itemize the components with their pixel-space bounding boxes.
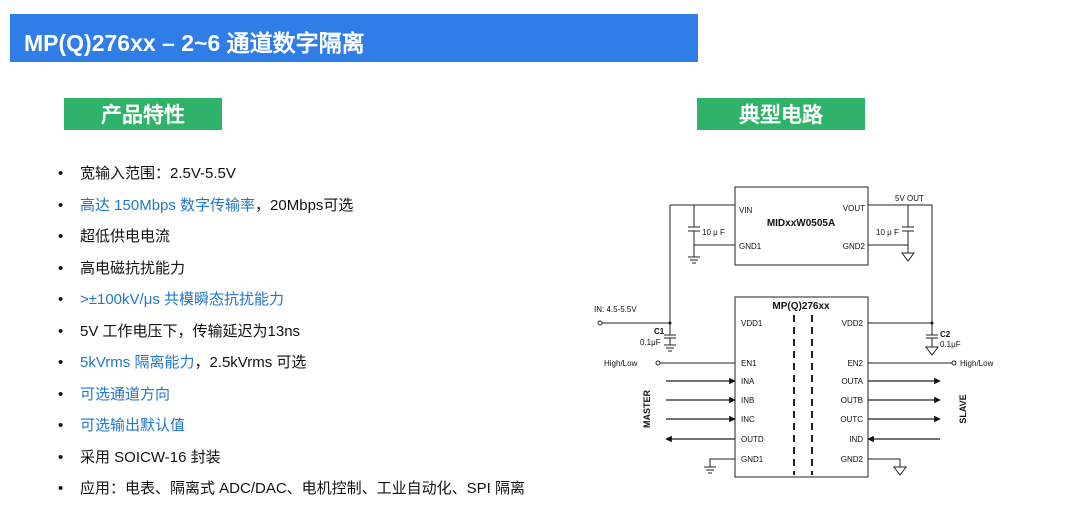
en2-terminal — [951, 360, 957, 366]
input-terminal — [597, 320, 603, 326]
feature-item: •超低供电电流 — [58, 228, 171, 245]
c1-label: C1 — [654, 327, 665, 336]
en1-terminal — [655, 360, 661, 366]
cap-c2-symbol — [925, 323, 939, 356]
wire-vout — [868, 204, 933, 324]
pin-en1: EN1 — [741, 359, 757, 368]
title-bar: MP(Q)276xx – 2~6 通道数字隔离 — [10, 14, 698, 62]
pin-outc: OUTC — [840, 415, 863, 424]
feature-item: •>±100kV/μs 共模瞬态抗扰能力 — [58, 291, 285, 308]
pin-ind: IND — [849, 435, 863, 444]
feature-item: •可选通道方向 — [58, 385, 171, 403]
pin-inb: INB — [741, 396, 754, 405]
pin-gnd2: GND2 — [841, 455, 864, 464]
isolation-barrier — [793, 315, 813, 475]
pin-vdd1: VDD1 — [741, 319, 763, 328]
master-label: MASTER — [642, 390, 652, 429]
c2-value: 0.1μF — [940, 340, 961, 349]
pin-vin: VIN — [739, 206, 753, 215]
gnd1-ground — [704, 458, 735, 474]
pin-vdd2: VDD2 — [842, 319, 864, 328]
pin-vout: VOUT — [843, 204, 865, 213]
cap-c1-symbol — [664, 323, 676, 352]
isolator-box — [734, 296, 869, 478]
pin-gnd1: GND1 — [741, 455, 764, 464]
en2-high-low-label: High/Low — [960, 359, 994, 368]
gnd2-ground — [868, 458, 907, 476]
feature-item: •5V 工作电压下，传输延迟为13ns — [58, 322, 301, 340]
feature-item: •应用：电表、隔离式 ADC/DAC、电机控制、工业自动化、SPI 隔离 — [58, 480, 526, 497]
input-voltage-label: IN: 4.5-5.5V — [594, 305, 637, 314]
ground-symbol — [901, 245, 915, 262]
feature-item: •高达 150Mbps 数字传输率，20Mbps可选 — [58, 196, 354, 214]
cap-left-label: 10 μ F — [702, 228, 725, 237]
feature-item: •宽输入范围：2.5V-5.5V — [58, 165, 236, 182]
typical-circuit-diagram: VIN VOUT MIDxxW0505A GND1 GND2 10 μ F 5V… — [594, 186, 994, 478]
power-module-box — [734, 186, 869, 266]
en1-high-low-label: High/Low — [604, 359, 638, 368]
cap-left-symbol — [688, 205, 700, 245]
slave-label: SLAVE — [958, 394, 968, 423]
ground-symbol — [688, 244, 735, 264]
pin-inc: INC — [741, 415, 755, 424]
pin-outb: OUTB — [841, 396, 863, 405]
feature-item: •高电磁抗扰能力 — [58, 259, 186, 277]
feature-item: •可选输出默认值 — [58, 417, 186, 434]
features-heading: 产品特性 — [64, 98, 222, 130]
feature-item: •采用 SOICW-16 封装 — [58, 448, 221, 466]
cap-right-label: 10 μ F — [876, 228, 899, 237]
c1-value: 0.1μF — [640, 338, 661, 347]
feature-list: •宽输入范围：2.5V-5.5V •高达 150Mbps 数字传输率，20Mbp… — [58, 163, 525, 510]
circuit-heading: 典型电路 — [697, 98, 865, 130]
power-module-name: MIDxxW0505A — [767, 218, 835, 229]
pin-ina: INA — [741, 377, 755, 386]
page-title: MP(Q)276xx – 2~6 通道数字隔离 — [24, 30, 365, 56]
cap-right-symbol — [868, 205, 914, 246]
pin-outd: OUTD — [741, 435, 764, 444]
c2-label: C2 — [940, 330, 951, 339]
isolator-name: MP(Q)276xx — [772, 301, 830, 312]
feature-item: •5kVrms 隔离能力，2.5kVrms 可选 — [58, 354, 307, 371]
pin-gnd1-top: GND1 — [739, 242, 762, 251]
pin-gnd2-top: GND2 — [843, 242, 866, 251]
pin-en2: EN2 — [847, 359, 863, 368]
vout-label: 5V OUT — [895, 194, 924, 203]
pin-outa: OUTA — [841, 377, 863, 386]
